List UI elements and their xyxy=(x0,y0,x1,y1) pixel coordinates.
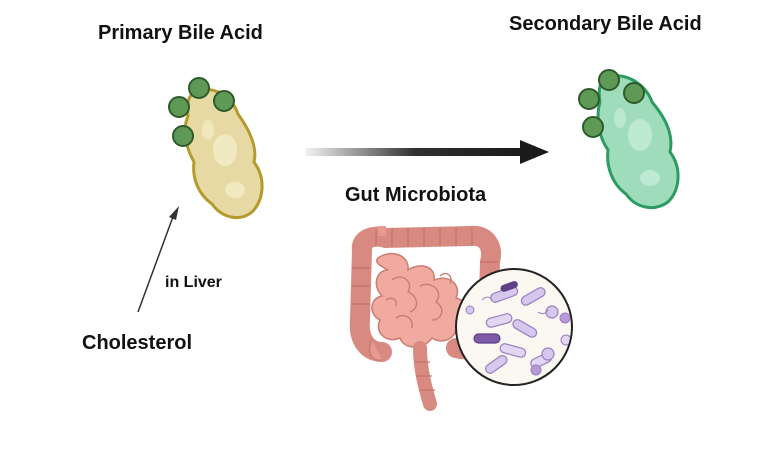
primary-bile-acid-molecule xyxy=(168,77,264,220)
cholesterol-label: Cholesterol xyxy=(82,332,193,354)
primary-bile-acid-label: Primary Bile Acid xyxy=(98,22,263,44)
conversion-arrow xyxy=(305,140,549,164)
secondary-bile-acid-molecule xyxy=(578,69,680,210)
gut-microbiota-label: Gut Microbiota xyxy=(345,184,487,206)
secondary-bile-acid-label: Secondary Bile Acid xyxy=(509,13,702,35)
bacteria-magnifier xyxy=(455,268,573,386)
cholesterol-arrow xyxy=(137,206,179,313)
in-liver-label: in Liver xyxy=(165,274,222,291)
